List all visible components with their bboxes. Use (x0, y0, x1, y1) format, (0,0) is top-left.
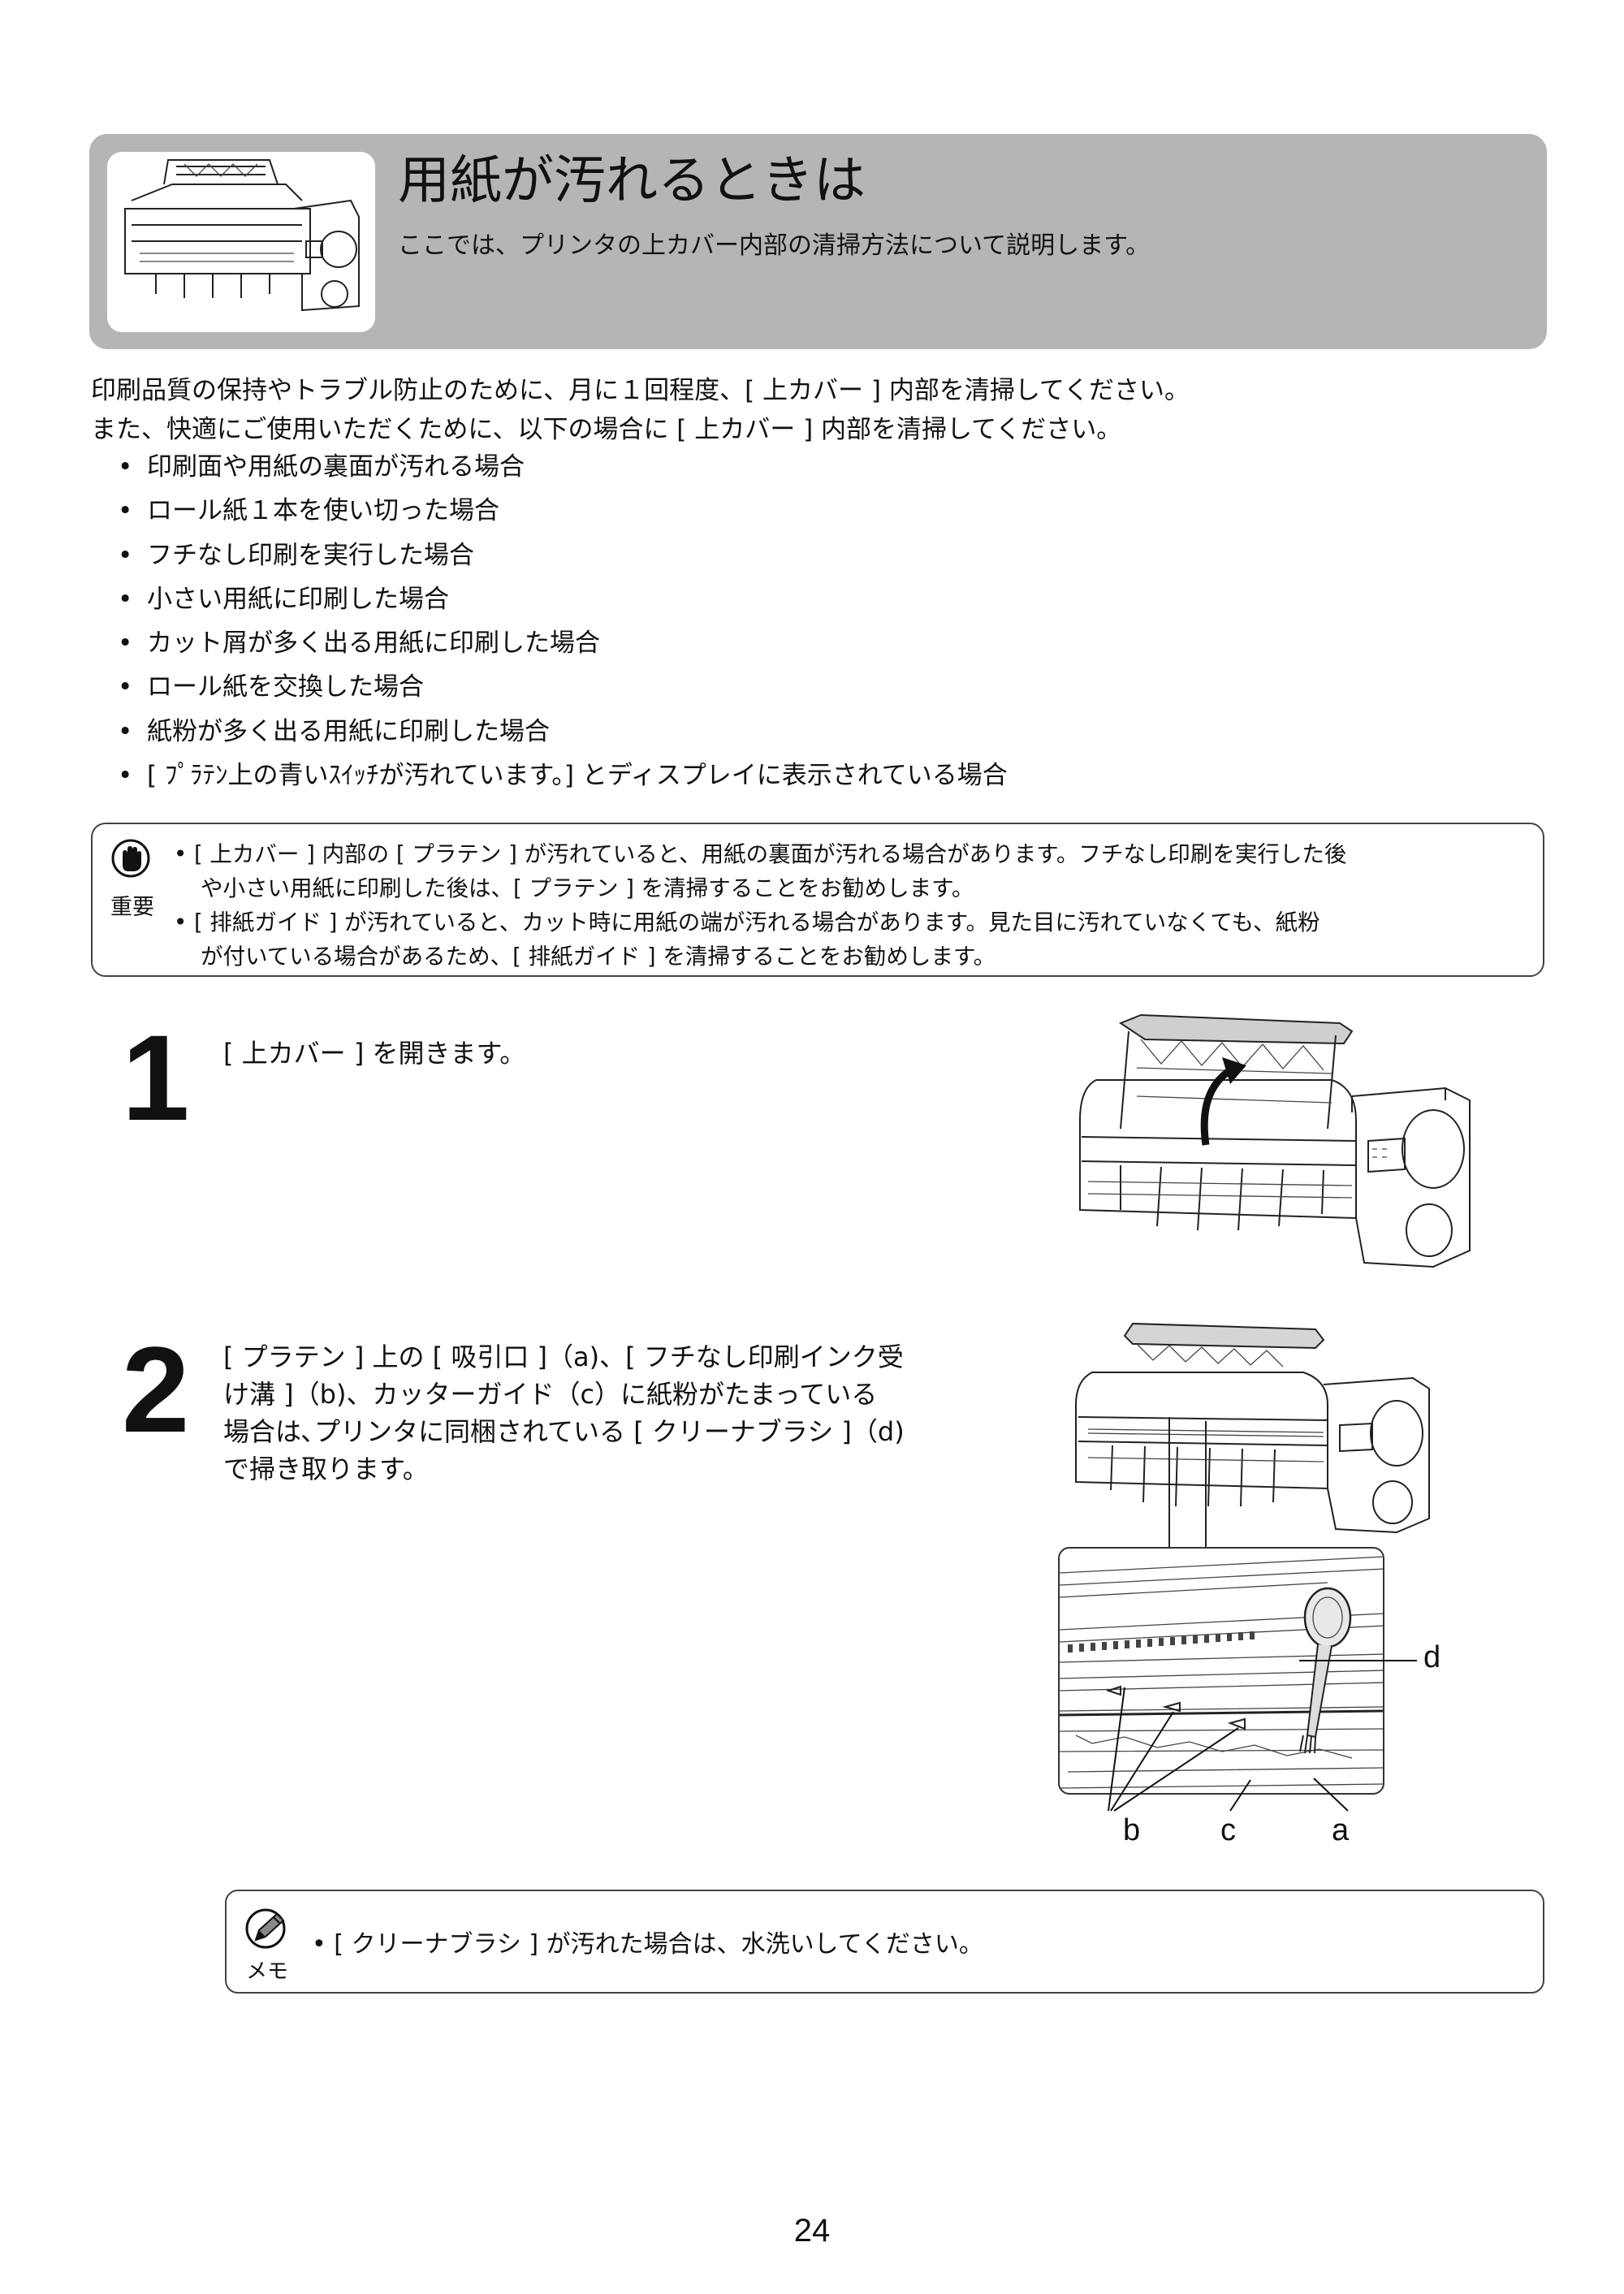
important-item-1-line-2: や小さい用紙に印刷した後は、[ プラテン ] を清掃することをお勧めします。 (201, 875, 974, 901)
header-banner: 用紙が汚れるときは ここでは、プリンタの上カバー内部の清掃方法について説明します… (89, 134, 1547, 349)
step-2-text-line-1: [ プラテン ] 上の [ 吸引口 ]（a)、[ フチなし印刷インク受 (223, 1341, 904, 1372)
important-label: 重要 (110, 895, 154, 920)
list-item: •[ ﾌﾟﾗﾃﾝ上の青いｽｲｯﾁが汚れています。] とディスプレイに表示されてい… (118, 761, 1008, 791)
list-item: •小さい用紙に印刷した場合 (118, 584, 449, 614)
platen-detail-inset (1058, 1547, 1384, 1795)
callout-c: c (1220, 1813, 1236, 1847)
printer-thumbnail-image (107, 152, 375, 332)
step-2-text-line-3: 場合は､プリンタに同梱されている [ クリーナブラシ ]（d) (223, 1416, 905, 1447)
important-notice-box: 重要 • [ 上カバー ] 内部の [ プラテン ] が汚れていると、用紙の裏面… (91, 823, 1544, 977)
list-item: •カット屑が多く出る用紙に印刷した場合 (118, 629, 600, 659)
memo-text: • [ クリーナブラシ ] が汚れた場合は、水洗いしてください。 (312, 1930, 983, 1959)
page-number: 24 (793, 2213, 831, 2249)
callout-lines (1108, 1660, 1417, 1812)
list-item: •ロール紙を交換した場合 (118, 672, 424, 702)
page-subtitle: ここでは、プリンタの上カバー内部の清掃方法について説明します。 (398, 231, 1151, 260)
page-title: 用紙が汚れるときは (398, 151, 866, 211)
callout-d: d (1423, 1640, 1441, 1674)
intro-line-2: また、快適にご使用いただくために、以下の場合に [ 上カバー ] 内部を清掃して… (91, 415, 1122, 444)
callout-b: b (1123, 1813, 1141, 1847)
important-item-2-line-2: が付いている場合があるため、[ 排紙ガイド ] を清掃することをお勧めします。 (201, 944, 996, 970)
list-item: •ロール紙１本を使い切った場合 (118, 496, 499, 526)
list-item: •紙粉が多く出る用紙に印刷した場合 (118, 716, 550, 746)
important-item-1-line-1: • [ 上カバー ] 内部の [ プラテン ] が汚れていると、用紙の裏面が汚れ… (174, 841, 1347, 867)
memo-box: メモ • [ クリーナブラシ ] が汚れた場合は、水洗いしてください。 (225, 1890, 1544, 1994)
list-item: •フチなし印刷を実行した場合 (118, 540, 474, 570)
printer-platen-overview-illustration (1075, 1322, 1430, 1555)
step-1-number: 1 (122, 1009, 190, 1146)
printer-cover-open-illustration (1079, 1013, 1471, 1268)
step-1-text: [ 上カバー ] を開きます。 (223, 1038, 526, 1069)
step-2-text-line-2: け溝 ]（b)、カッターガイド（c）に紙粉がたまっている (223, 1379, 878, 1410)
condition-list: •印刷面や用紙の裏面が汚れる場合 •ロール紙１本を使い切った場合 •フチなし印刷… (118, 445, 1008, 797)
important-item-2-line-1: • [ 排紙ガイド ] が汚れていると、カット時に用紙の端が汚れる場合があります… (174, 909, 1320, 935)
callout-a: a (1332, 1813, 1350, 1847)
list-item: •印刷面や用紙の裏面が汚れる場合 (118, 452, 525, 482)
intro-line-1: 印刷品質の保持やトラブル防止のために、月に１回程度、[ 上カバー ] 内部を清掃… (91, 376, 1190, 405)
stop-hand-icon (111, 839, 150, 878)
memo-label: メモ (246, 1959, 289, 1984)
step-2-text-line-4: で掃き取ります。 (223, 1454, 429, 1484)
pencil-memo-icon (245, 1908, 286, 1949)
step-2-number: 2 (122, 1321, 190, 1458)
